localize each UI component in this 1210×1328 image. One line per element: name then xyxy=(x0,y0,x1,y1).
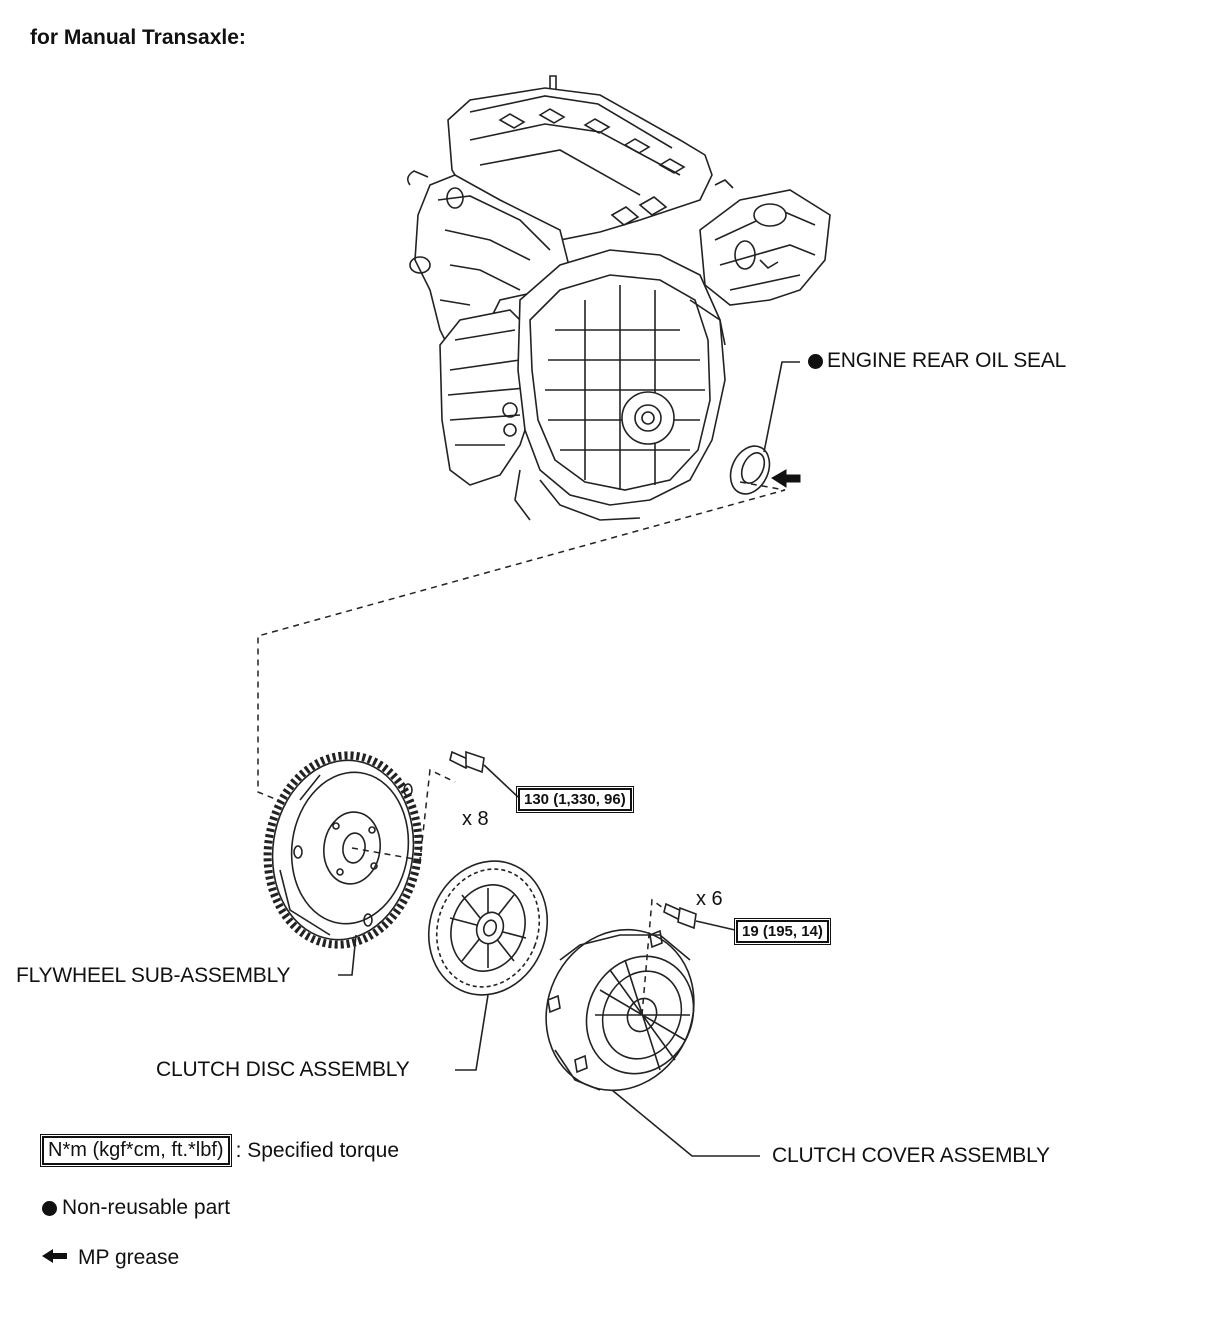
clutch-cover-leader-line xyxy=(611,1089,760,1157)
clutch-cover-illustration xyxy=(545,928,695,1092)
oil-seal-illustration xyxy=(729,445,801,495)
filled-circle-icon xyxy=(42,1200,57,1216)
oil-seal-leader-line xyxy=(763,361,800,453)
non-reusable-icon xyxy=(808,353,823,369)
flywheel-bolt-quantity: x 8 xyxy=(462,808,489,830)
legend-grease-text: MP grease xyxy=(78,1246,180,1269)
clutch-cover-label: CLUTCH COVER ASSEMBLY xyxy=(772,1144,1050,1167)
clutch-cover-bolt-illustration xyxy=(663,902,736,931)
legend-non-reusable-text: Non-reusable part xyxy=(62,1196,231,1219)
flywheel-bolt-torque: 130 (1,330, 96) xyxy=(516,786,634,813)
clutch-disc-illustration xyxy=(427,860,549,996)
clutch-cover-bolt-dashed-line xyxy=(641,898,667,1016)
legend-torque-text: : Specified torque xyxy=(235,1138,400,1162)
legend-torque: N*m (kgf*cm, ft.*lbf) : Specified torque xyxy=(40,1134,400,1167)
clutch-cover-bolt-quantity: x 6 xyxy=(696,888,723,910)
clutch-cover-bolt-torque: 19 (195, 14) xyxy=(734,918,831,945)
flywheel-leader-line xyxy=(338,934,357,976)
legend-non-reusable: Non-reusable part xyxy=(42,1196,230,1220)
engine-illustration xyxy=(406,75,831,521)
flywheel-bolt-dashed-line xyxy=(351,768,456,861)
clutch-disc-leader-line xyxy=(455,994,489,1071)
flywheel-bolt-illustration xyxy=(449,750,519,798)
left-arrow-icon xyxy=(42,1246,68,1270)
assembly-centerline xyxy=(257,481,786,806)
legend-torque-box: N*m (kgf*cm, ft.*lbf) xyxy=(40,1134,232,1167)
legend-grease: MP grease xyxy=(42,1246,179,1270)
flywheel-illustration xyxy=(263,751,423,949)
engine-rear-oil-seal-label: ENGINE REAR OIL SEAL xyxy=(808,349,1066,373)
flywheel-label: FLYWHEEL SUB-ASSEMBLY xyxy=(16,964,291,987)
page-title: for Manual Transaxle: xyxy=(30,26,246,49)
clutch-disc-label: CLUTCH DISC ASSEMBLY xyxy=(156,1058,410,1081)
